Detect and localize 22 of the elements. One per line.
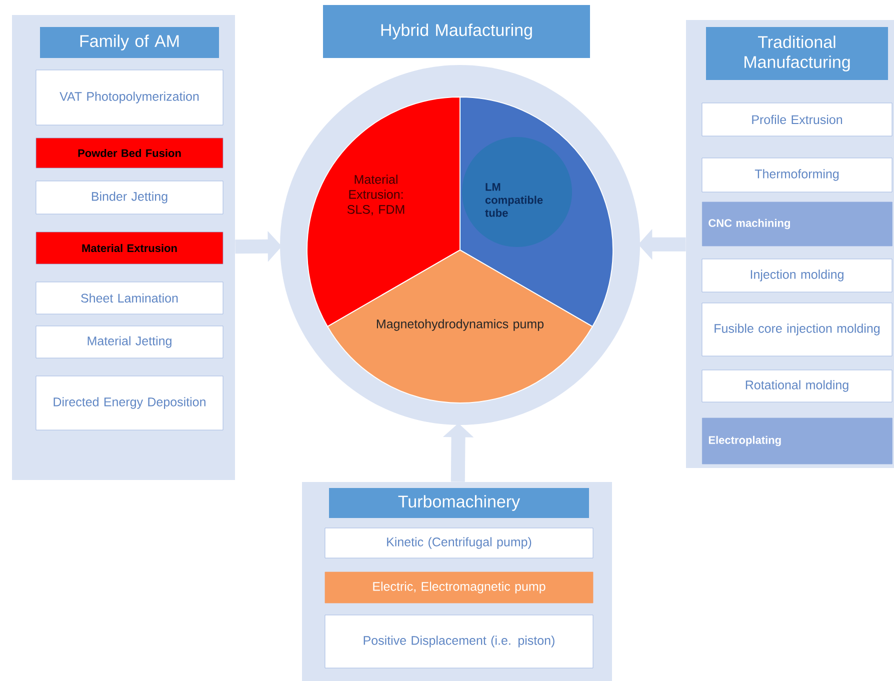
item-box: Fusible core injection molding xyxy=(702,302,892,356)
heading-box: Turbomachinery xyxy=(329,488,589,518)
item-box: Kinetic (Centrifugal pump) xyxy=(324,528,594,558)
item-box: Electric, Electromagnetic pump xyxy=(324,572,594,604)
item-box: CNC machining xyxy=(702,202,892,246)
item-box: Rotational molding xyxy=(702,370,892,402)
item-box: Powder Bed Fusion xyxy=(36,138,224,168)
item-box: VAT Photopolymerization xyxy=(36,70,224,126)
item-box: Material Jetting xyxy=(36,326,224,358)
item-box: Material Extrusion xyxy=(36,232,224,264)
item-box: Profile Extrusion xyxy=(702,102,892,136)
item-box: Injection molding xyxy=(702,258,892,292)
item-box: Directed Energy Deposition xyxy=(36,376,224,430)
title-box: Hybrid Maufacturing xyxy=(323,5,590,58)
item-box: Sheet Lamination xyxy=(36,282,224,314)
item-box: Electroplating xyxy=(702,418,892,464)
heading-box: Traditional Manufacturing xyxy=(706,27,888,80)
heading-box: Family of AM xyxy=(40,27,219,58)
item-box: Positive Displacement (i.e. piston) xyxy=(324,614,594,668)
item-box: Thermoforming xyxy=(702,158,892,192)
item-box: Binder Jetting xyxy=(36,180,224,214)
pie-segment: Magnetohydrodynamics pump xyxy=(327,250,593,404)
